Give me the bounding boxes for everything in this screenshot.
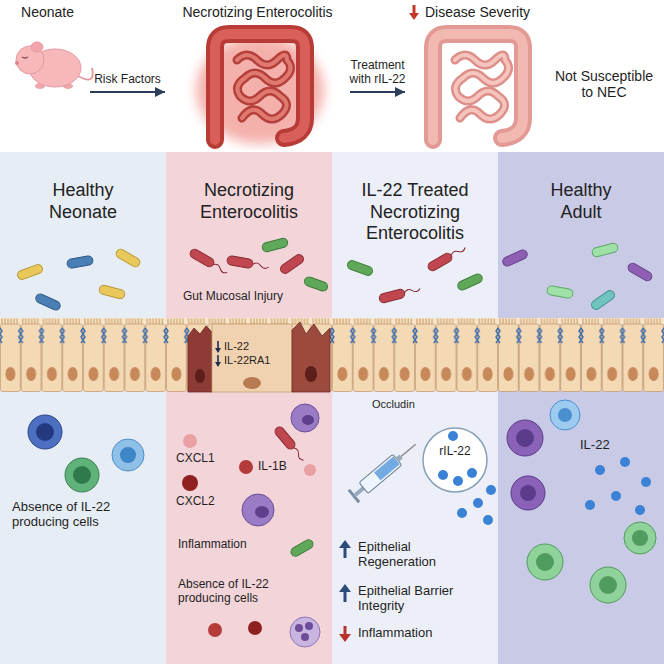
annotation-label: IL-22RA1 [224, 354, 270, 367]
annotation-label: Absence of IL-22 producing cells [12, 500, 137, 530]
illustration-box: Neonate [5, 2, 90, 102]
arrow-label: Risk Factors [88, 73, 168, 87]
annotation-label: IL-1B [258, 460, 287, 474]
healing-intestine [433, 34, 523, 140]
annotation-label: Inflammation [178, 538, 247, 552]
annotation-label: Occludin [372, 398, 415, 411]
label-anchor: rIL-22 [433, 445, 477, 459]
annotation-label: IL-22 [580, 438, 610, 453]
stage-heading: Neonate [5, 2, 90, 21]
label-anchor: Inflammation [178, 538, 247, 552]
condition-panel: Healthy Adult [498, 152, 664, 664]
panel-illustration [498, 152, 664, 664]
stage-heading: Necrotizing Enterocolitis [165, 2, 350, 21]
label-anchor: Gut Mucosal Injury [183, 290, 283, 304]
label-anchor: IL-1B [258, 460, 287, 474]
annotation-label: rIL-22 [433, 445, 477, 459]
panel-illustration-use [0, 237, 166, 647]
panel-illustration-use [332, 237, 498, 647]
panel-heading: Healthy Adult [532, 180, 630, 223]
annotation-label: CXCL2 [176, 495, 215, 509]
label-anchor: Epithelial Regeneration [358, 540, 483, 570]
annotation-label: Inflammation [358, 626, 432, 641]
panel-illustration-use [498, 237, 664, 647]
label-anchor: Absence of IL-22 producing cells [178, 578, 298, 606]
panel-heading: Healthy Neonate [33, 180, 133, 223]
illustration-box: Necrotizing Enterocolitis [165, 2, 350, 148]
annotation-label: CXCL1 [176, 452, 215, 466]
label-anchor: Inflammation [358, 626, 432, 641]
annotation-label: Epithelial Barrier Integrity [358, 584, 483, 614]
label-anchor: Not Susceptible to NEC [550, 68, 658, 100]
flow-arrow [90, 91, 165, 93]
label-anchor: CXCL1 [176, 452, 215, 466]
label-anchor: IL-22 [224, 340, 249, 353]
decrease-arrow [409, 5, 419, 20]
annotation-label: Not Susceptible to NEC [550, 68, 658, 100]
annotation-label: Absence of IL-22 producing cells [178, 578, 298, 606]
mouse-illustration [15, 42, 93, 89]
panel-heading: Necrotizing Enterocolitis [194, 180, 304, 223]
panel-heading: IL-22 Treated Necrotizing Enterocolitis [348, 180, 483, 245]
annotation-label: Gut Mucosal Injury [183, 290, 283, 304]
illustration-box: Disease Severity [405, 2, 550, 148]
panel-illustration-use [166, 237, 332, 647]
annotation-label: Epithelial Regeneration [358, 540, 483, 570]
label-anchor: CXCL2 [176, 495, 215, 509]
label-anchor: Epithelial Barrier Integrity [358, 584, 483, 614]
edge-label-anchor: Treatment with rIL-22 [340, 59, 416, 87]
arrow-label: Treatment with rIL-22 [340, 59, 416, 87]
inflamed-intestine [196, 34, 324, 144]
label-anchor: Occludin [372, 398, 415, 411]
condition-panel: Healthy Neonate [0, 152, 166, 664]
stage-heading: Disease Severity [405, 2, 550, 21]
label-anchor: IL-22 [580, 438, 610, 453]
panel-illustration [0, 152, 166, 664]
annotation-label: IL-22 [224, 340, 249, 353]
flow-arrow [350, 91, 405, 93]
label-anchor: Absence of IL-22 producing cells [12, 500, 137, 530]
edge-label-anchor: Risk Factors [88, 73, 168, 87]
label-anchor: IL-22RA1 [224, 354, 270, 367]
